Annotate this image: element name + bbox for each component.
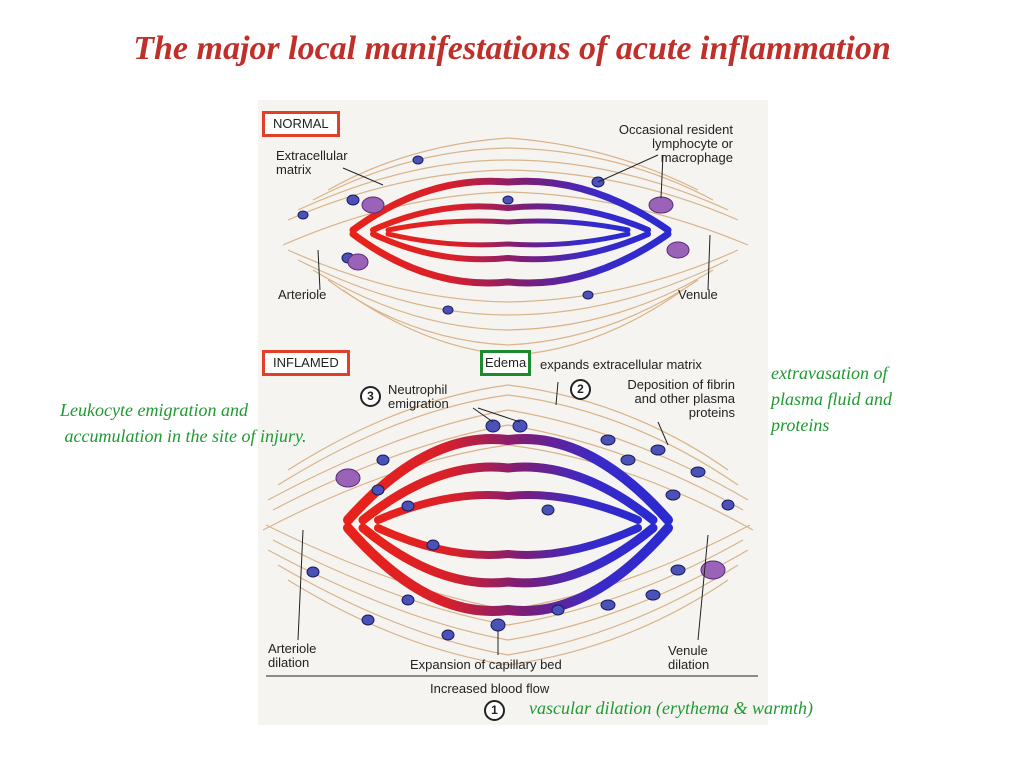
arteriole-dilation-label: Arteriole dilation <box>268 641 317 670</box>
step-3-badge: 3 <box>360 386 381 407</box>
normal-header-label: NORMAL <box>273 116 329 131</box>
capillary-bed-label: Expansion of capillary bed <box>410 657 562 672</box>
inflamed-cells <box>306 419 735 641</box>
slide-title: The major local manifestations of acute … <box>133 30 891 67</box>
extracellular-matrix-label: Extracellular matrix <box>276 148 348 177</box>
extravasation-annotation: extravasation of plasma fluid and protei… <box>771 363 893 435</box>
edema-box: Edema <box>480 350 532 376</box>
normal-header-box: NORMAL <box>262 111 340 137</box>
step-2-badge: 2 <box>570 379 591 400</box>
normal-cells <box>297 155 690 315</box>
inflamed-header-box: INFLAMED <box>262 350 350 376</box>
leukocyte-annotation: Leukocyte emigration and accumulation in… <box>60 400 307 446</box>
neutrophil-emigration-label: Neutrophil emigration <box>388 382 449 411</box>
edema-label: Edema <box>485 355 527 370</box>
arteriole-label: Arteriole <box>278 287 327 302</box>
edema-expands-label: expands extracellular matrix <box>540 357 702 372</box>
step-1-badge: 1 <box>484 700 505 721</box>
vascular-dilation-annotation: vascular dilation (erythema & warmth) <box>529 698 813 718</box>
inflamed-leader-lines <box>266 381 758 677</box>
fibrin-deposition-label: Deposition of fibrin and other plasma pr… <box>627 377 735 420</box>
normal-vessels <box>269 177 747 287</box>
venule-dilation-label: Venule dilation <box>668 643 710 672</box>
inflamed-header-label: INFLAMED <box>273 355 339 370</box>
increased-blood-flow-label: Increased blood flow <box>430 681 550 696</box>
inflamed-vessels <box>259 434 767 616</box>
normal-matrix-fibers <box>282 137 749 356</box>
venule-label: Venule <box>678 287 718 302</box>
inflammation-illustration: NORMAL Extracellular matrix Occasional r… <box>258 100 768 725</box>
illustration-drawing <box>259 137 767 677</box>
resident-cell-label: Occasional resident lymphocyte or macrop… <box>618 122 733 165</box>
inflamed-matrix-fibers <box>262 384 754 666</box>
normal-leader-lines <box>317 154 711 291</box>
